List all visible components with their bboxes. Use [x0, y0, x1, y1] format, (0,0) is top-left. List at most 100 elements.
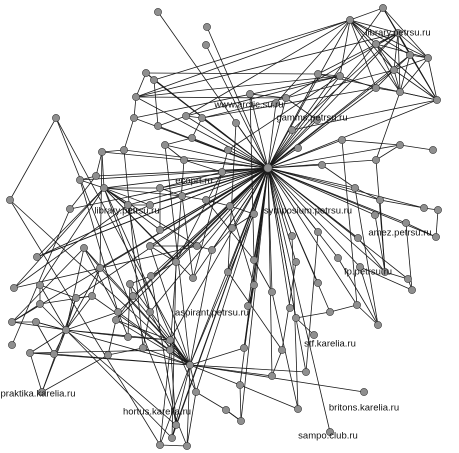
graph-node [250, 281, 258, 289]
graph-edge [189, 364, 307, 373]
graph-node [156, 441, 164, 449]
graph-edge [189, 347, 245, 366]
graph-node [226, 202, 234, 210]
graph-edge [267, 144, 401, 169]
graph-edge [79, 179, 119, 313]
graph-edge [39, 284, 67, 331]
graph-edge [211, 227, 233, 251]
graph-node [6, 196, 14, 204]
graph-edge [115, 319, 171, 341]
graph-edge [356, 304, 379, 326]
graph-node-hub [263, 163, 273, 173]
graph-edge [321, 164, 356, 189]
graph-node [250, 210, 258, 218]
graph-edge [39, 187, 105, 286]
graph-edge [13, 204, 129, 289]
graph-edge [123, 117, 135, 151]
graph-node [96, 264, 104, 272]
graph-edge [9, 199, 161, 446]
graph-node [396, 88, 404, 96]
graph-edge [159, 167, 269, 231]
graph-edge [235, 122, 269, 169]
graph-edge [253, 167, 269, 261]
graph-node [278, 346, 286, 354]
graph-edge [107, 319, 117, 356]
graph-node [390, 66, 398, 74]
graph-node [146, 201, 154, 209]
graph-edge [229, 205, 255, 215]
graph-node [224, 268, 232, 276]
graph-node [142, 69, 150, 77]
graph-edge [169, 167, 269, 341]
graph-node [268, 288, 276, 296]
graph-node [379, 4, 387, 12]
graph-edge [164, 137, 193, 146]
graph-node [72, 294, 80, 302]
graph-node [218, 168, 226, 176]
nodes-layer [6, 4, 442, 450]
graph-node [150, 76, 158, 84]
graph-node [381, 268, 389, 276]
graph-node [268, 372, 276, 380]
graph-edge [359, 266, 379, 326]
node-label-symposium: symposium.petrsu.ru [264, 206, 352, 217]
graph-node [237, 417, 245, 425]
graph-node [132, 93, 140, 101]
graph-edge [267, 73, 319, 169]
graph-edge [379, 199, 425, 209]
graph-edge [65, 311, 119, 331]
graph-edge [267, 147, 299, 169]
graph-edge [399, 144, 434, 151]
node-label-arctic: www.arctic.su.ru [213, 100, 283, 111]
graph-edge [55, 117, 188, 447]
graph-node [198, 114, 206, 122]
node-label-sampo: sampo.club.ru [298, 431, 358, 442]
graph-edge [375, 43, 401, 93]
node-label-fp: fp.petrsu.ru [344, 267, 392, 278]
graph-node [371, 211, 379, 219]
node-label-lib: library.petrsu.ru [365, 28, 430, 39]
graph-edge [169, 159, 185, 351]
graph-node [318, 161, 326, 169]
graph-edge [107, 347, 144, 356]
graph-node [208, 246, 216, 254]
graph-node [104, 351, 112, 359]
graph-node [372, 84, 380, 92]
graph-edge [91, 267, 101, 297]
graph-node [404, 275, 412, 283]
node-label-library2: library.petrsu.ru [94, 206, 159, 217]
graph-edge [435, 209, 439, 238]
graph-node [232, 119, 240, 127]
graph-edge [267, 167, 297, 263]
graph-edge [69, 167, 269, 210]
graph-edge [185, 75, 341, 117]
graph-edge [382, 7, 429, 59]
graph-edge [239, 384, 242, 422]
graph-edge [205, 44, 269, 169]
graph-edge [227, 75, 341, 151]
graph-edge [374, 214, 386, 273]
graph-edge [149, 245, 191, 366]
graph-edge [149, 167, 269, 206]
graph-node [172, 421, 180, 429]
graph-node [189, 274, 197, 282]
graph-node [92, 172, 100, 180]
graph-node [66, 205, 74, 213]
graph-node [38, 388, 46, 396]
graph-edge [9, 199, 191, 366]
graph-edge [11, 208, 71, 346]
graph-node [182, 112, 190, 120]
graph-edge [135, 96, 269, 169]
graph-node [346, 16, 354, 24]
graph-node [32, 318, 40, 326]
graph-node [124, 333, 132, 341]
graph-node [424, 54, 432, 62]
graph-edge [185, 115, 269, 169]
node-label-amez: amez.petrsu.ru [368, 228, 431, 239]
graph-node [336, 72, 344, 80]
graph-edge [183, 159, 269, 169]
graph-node [166, 336, 174, 344]
graph-edge [36, 204, 151, 258]
graph-edge [243, 284, 255, 349]
graph-node [146, 242, 154, 250]
